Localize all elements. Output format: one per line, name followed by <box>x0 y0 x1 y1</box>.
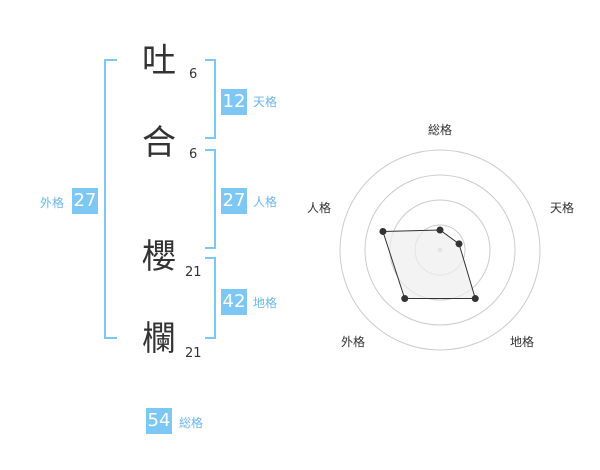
stroke-count-1: 6 <box>189 67 198 82</box>
name-char-3: 櫻 <box>142 237 176 277</box>
radar-axis-label-chikaku: 地格 <box>510 335 535 349</box>
jinkaku-value: 27 <box>221 188 247 214</box>
radar-axis-label-tenkaku: 天格 <box>550 201 575 215</box>
gaikaku-bracket <box>104 59 117 339</box>
radar-axis-label-soukaku: 総格 <box>428 123 453 137</box>
jinkaku-label: 人格 <box>253 195 278 209</box>
radar-point-2 <box>455 240 463 248</box>
radar-grid <box>339 149 541 351</box>
gaikaku-value: 27 <box>72 188 98 214</box>
gaikaku-label: 外格 <box>40 196 65 210</box>
name-char-1: 吐 <box>142 41 176 81</box>
name-char-2: 合 <box>142 123 176 163</box>
radar-grid-ring <box>339 149 541 351</box>
radar-point-5 <box>379 227 387 235</box>
chikaku-value: 42 <box>221 289 247 315</box>
stroke-count-4: 21 <box>185 346 202 361</box>
stroke-count-3: 21 <box>185 265 202 280</box>
chikaku-bracket <box>205 257 216 339</box>
tenkaku-value: 12 <box>221 89 247 115</box>
stroke-count-2: 6 <box>189 147 198 162</box>
radar-point-1 <box>436 226 444 234</box>
radar-data-area <box>382 229 476 299</box>
name-char-4: 欄 <box>142 319 176 359</box>
soukaku-value: 54 <box>146 408 172 434</box>
tenkaku-label: 天格 <box>253 95 278 109</box>
radar-axis-label-jinkaku: 人格 <box>307 201 332 215</box>
radar-point-3 <box>471 295 479 303</box>
radar-point-4 <box>401 295 409 303</box>
radar-grid-ring <box>364 174 516 326</box>
radar-points <box>379 226 479 303</box>
radar-axis-label-gaikaku: 外格 <box>341 335 366 349</box>
chikaku-label: 地格 <box>253 296 278 310</box>
tenkaku-bracket <box>205 59 216 139</box>
soukaku-label: 総格 <box>179 416 204 430</box>
jinkaku-bracket <box>205 149 216 249</box>
